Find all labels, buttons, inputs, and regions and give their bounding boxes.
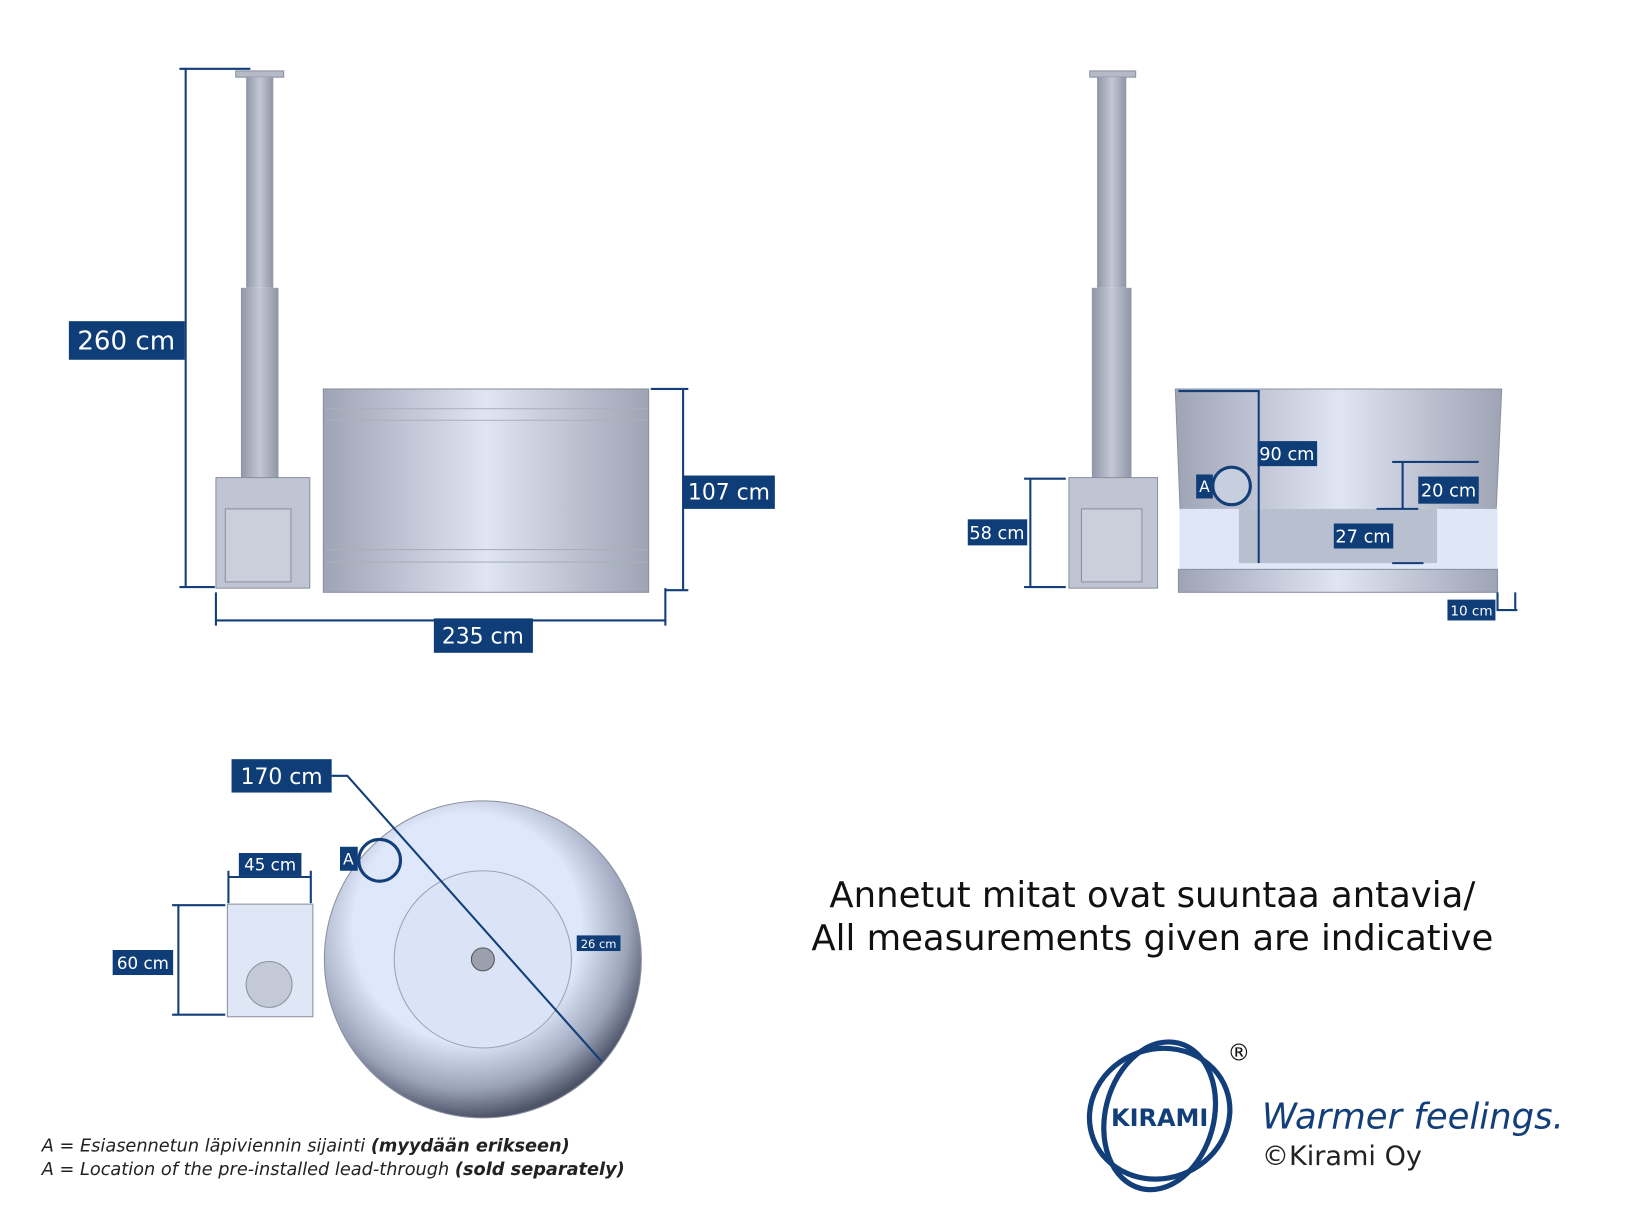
dimension-stove-depth: 60 cm [117, 954, 169, 973]
chimney-cap [235, 70, 285, 78]
lead-through-marker [1211, 465, 1252, 507]
dimension-base-offset: 10 cm [1450, 603, 1492, 619]
tub-body [322, 388, 650, 593]
dimension-height-total: 260 cm [77, 326, 175, 356]
marker-a: A [343, 849, 354, 868]
footnote-fi: A = Esiasennetun läpiviennin sijainti (m… [41, 1136, 570, 1156]
disclaimer-line-2: All measurements given are indicative [811, 918, 1493, 959]
stove-top [226, 903, 314, 1018]
slogan: Warmer feelings. [1262, 1096, 1564, 1137]
disclaimer-line-1: Annetut mitat ovat suuntaa antavia/ [829, 875, 1475, 916]
kirami-logo: KIRAMI ® [1086, 1039, 1250, 1193]
registered-mark: ® [1227, 1041, 1250, 1067]
dimension-rim-width: 26 cm [581, 937, 617, 951]
dimension-stove-height: 58 cm [969, 524, 1024, 544]
top-view: 170 cm 45 cm 60 cm A 26 cm [112, 759, 642, 1119]
stove-door [224, 508, 292, 583]
chimney-pipe [246, 77, 274, 288]
dimension-diameter: 170 cm [241, 765, 323, 790]
side-view: 90 cm 20 cm 27 cm 58 cm A 10 cm [967, 70, 1518, 621]
dimension-stove-width: 45 cm [244, 856, 296, 875]
dimension-width-total: 235 cm [442, 624, 524, 649]
marker-a: A [1199, 477, 1210, 496]
front-view: 260 cm 107 cm 235 cm [68, 67, 775, 653]
chimney-cap [1089, 70, 1137, 78]
chimney-pipe [1097, 77, 1127, 288]
footnote-en: A = Location of the pre-installed lead-t… [41, 1160, 625, 1180]
drain-icon [470, 947, 495, 972]
dimension-footwell-depth: 27 cm [1335, 527, 1390, 547]
lead-through-marker [357, 837, 403, 883]
copyright: ©Kirami Oy [1262, 1141, 1422, 1172]
chimney-pipe-lower [240, 287, 279, 480]
chimney-pipe-lower [1091, 287, 1132, 480]
dimension-inner-depth: 90 cm [1259, 445, 1314, 465]
dimension-tub-height: 107 cm [688, 481, 770, 506]
dimension-bench-height: 20 cm [1421, 481, 1476, 501]
logo-text: KIRAMI [1111, 1104, 1208, 1132]
